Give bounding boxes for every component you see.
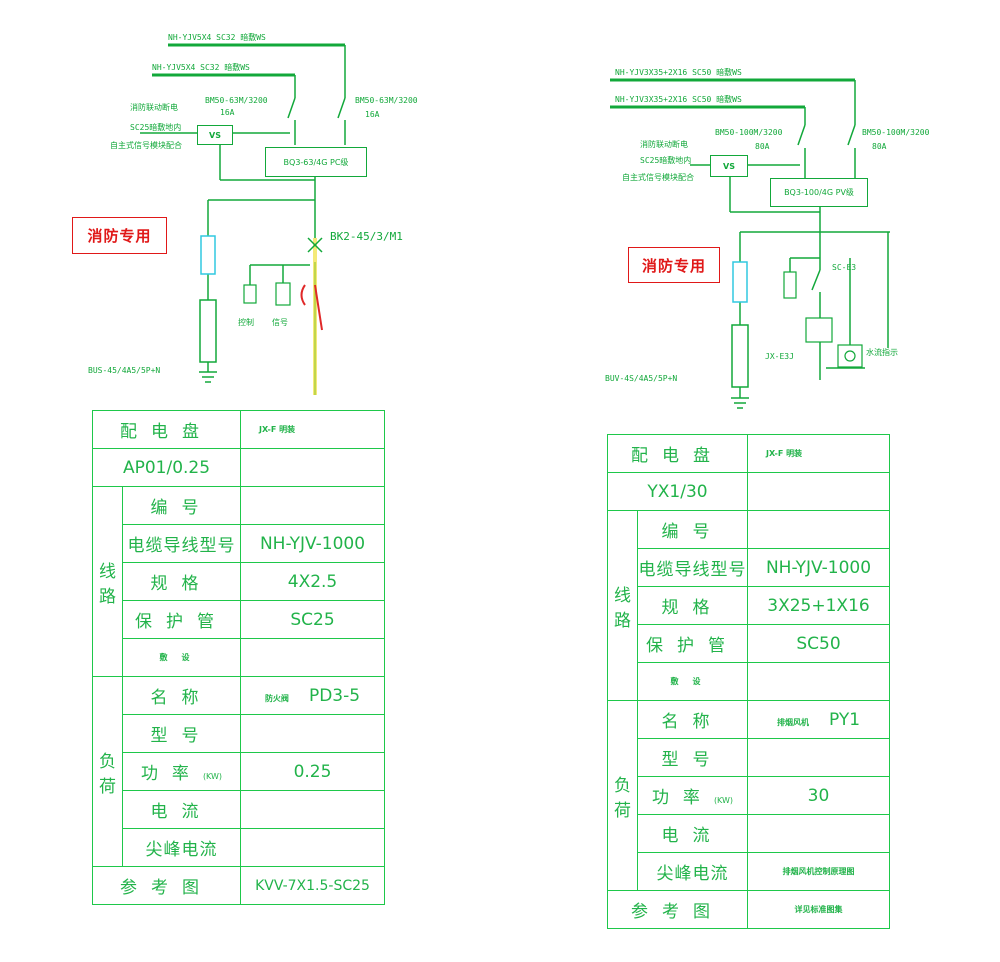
left-row-ref-val: KVV-7X1.5-SC25 [240,866,385,905]
right-feeder-2-label: NH-YJV3X35+2X16 SC50 暗敷WS [615,95,742,104]
right-row-cable: 电缆导线型号 [637,548,748,587]
left-load-label: 负荷 [99,751,116,797]
right-side-note: 水流指示 [866,348,898,357]
left-bk-label: BK2-45/3/M1 [330,230,403,243]
right-row-name-val: PY1 [828,709,861,730]
left-feeder-1-label: NH-YJV5X4 SC32 暗敷WS [168,33,271,42]
right-row-peak: 尖峰电流 [637,852,748,891]
left-fire-tag: 消防专用 [72,217,167,254]
left-feeder-2-label: NH-YJV5X4 SC32 暗敷WS [152,63,255,72]
right-pc-box: BQ3-100/4G PV级 [770,178,868,207]
right-breaker-2-label: BM50-100M/3200 [862,128,930,137]
right-row-power-cell: 功率(KW) [637,776,748,815]
right-row-no: 编号 [637,510,748,549]
right-table-title-val: JX-F 明装 [747,434,890,473]
right-row-lay: 敷设 [637,662,748,701]
right-note-2: SC25暗敷地内 [640,156,692,165]
left-row-spec: 规格 [122,562,241,601]
right-breaker-1-label: BM50-100M/3200 [715,128,783,137]
right-bus-note: BUV-4S/4A5/5P+N [605,374,678,383]
left-note-3: 自主式信号模块配合 [110,141,182,150]
left-breaker-1-label: BM50-63M/3200 [205,96,268,105]
left-note-1: 消防联动断电 [130,103,178,112]
left-row-name-val: PD3-5 [308,685,361,706]
right-row-peak-val: 排烟风机控制原理图 [747,852,890,891]
left-pc-box: BQ3-63/4G PC级 [265,147,367,177]
left-panel-no: AP01/0.25 [92,448,241,487]
right-line-group: 线路 [607,510,638,701]
right-feeder-1-label: NH-YJV3X35+2X16 SC50 暗敷WS [615,68,742,77]
left-load-group: 负荷 [92,676,123,867]
left-row-model: 型号 [122,714,241,753]
right-jx-label: JX-E3J [765,352,794,361]
left-bus-note: BUS-45/4A5/5P+N [88,366,161,375]
right-row-name-cell: 排烟风机 PY1 [747,700,890,739]
left-row-peak: 尖峰电流 [122,828,241,867]
right-fire-tag: 消防专用 [628,247,720,283]
left-spec-table: 配电盘 JX-F 明装 AP01/0.25 线路 编号 电缆导线型号 NH-YJ… [92,410,385,905]
left-row-power: 功率 [140,764,203,784]
left-row-no: 编号 [122,486,241,525]
right-row-pipe-val: SC50 [747,624,890,663]
right-sc-label: SC-E3 [832,263,857,272]
left-breaker-2-amp: 16A [365,110,380,119]
right-row-spec: 规格 [637,586,748,625]
left-table-title-val: JX-F 明装 [240,410,385,449]
right-note-1: 消防联动断电 [640,140,688,149]
right-breaker-1-amp: 80A [755,142,770,151]
left-row-power-val: 0.25 [240,752,385,791]
right-row-power: 功率 [651,788,714,808]
right-row-ref: 参考图 [607,890,748,929]
left-row-power-unit: (KW) [202,772,223,781]
left-row-cable-val: NH-YJV-1000 [240,524,385,563]
right-row-power-unit: (KW) [713,796,734,805]
left-row-name-small: 防火阀 [264,693,289,703]
left-row-spec-val: 4X2.5 [240,562,385,601]
left-table-title: 配电盘 [92,410,241,449]
left-row-power-cell: 功率(KW) [122,752,241,791]
left-row-cable: 电缆导线型号 [122,524,241,563]
left-row-pipe-val: SC25 [240,600,385,639]
right-breaker-2-amp: 80A [872,142,887,151]
right-spec-table: 配电盘 JX-F 明装 YX1/30 线路 编号 电缆导线型号 NH-YJV-1… [607,434,890,929]
left-row-current: 电流 [122,790,241,829]
left-device-2-label: 信号 [272,318,288,327]
left-vs-box: VS [197,125,233,145]
right-note-3: 自主式信号模块配合 [622,173,694,182]
left-note-2: SC25暗敷地内 [130,123,182,132]
right-row-ref-val: 详见标准图集 [747,890,890,929]
left-row-ref: 参考图 [92,866,241,905]
left-row-pipe: 保护管 [122,600,241,639]
right-row-cable-val: NH-YJV-1000 [747,548,890,587]
left-line-group: 线路 [92,486,123,677]
right-row-spec-val: 3X25+1X16 [747,586,890,625]
right-line-label: 线路 [614,585,631,631]
left-breaker-2-label: BM50-63M/3200 [355,96,418,105]
left-breaker-1-amp: 16A [220,108,235,117]
left-line-label: 线路 [99,561,116,607]
right-row-current: 电流 [637,814,748,853]
left-row-name: 名称 [122,676,241,715]
right-row-model: 型号 [637,738,748,777]
right-load-label: 负荷 [614,775,631,821]
right-panel-no: YX1/30 [607,472,748,511]
left-device-1-label: 控制 [238,318,254,327]
right-row-name-small: 排烟风机 [776,717,809,727]
right-row-pipe: 保护管 [637,624,748,663]
right-row-power-val: 30 [747,776,890,815]
right-load-group: 负荷 [607,700,638,891]
left-row-name-cell: 防火阀 PD3-5 [240,676,385,715]
right-vs-box: VS [710,155,748,177]
right-row-name: 名称 [637,700,748,739]
left-row-lay: 敷设 [122,638,241,677]
right-table-title: 配电盘 [607,434,748,473]
